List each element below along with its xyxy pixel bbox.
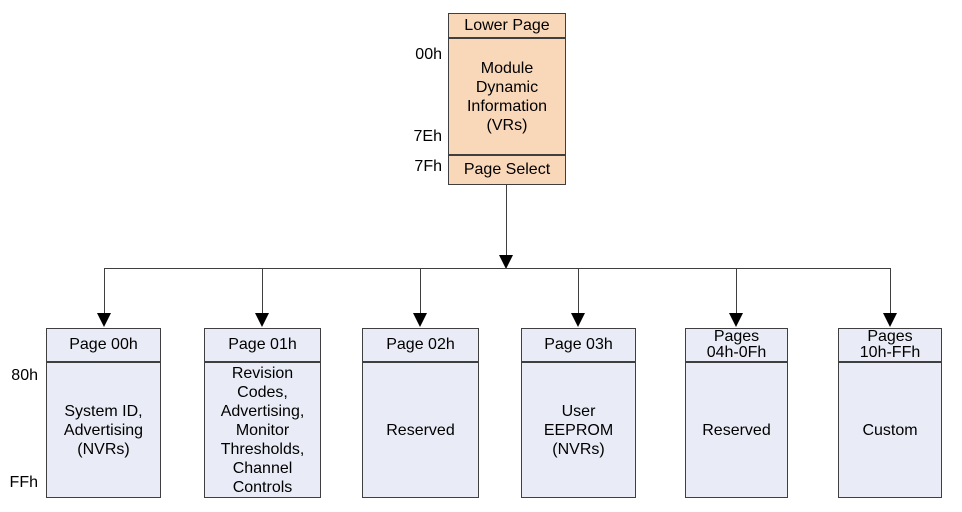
branch-drop-line — [736, 268, 737, 314]
page-box-header: Pages 04h-0Fh — [686, 329, 787, 363]
branch-drop-arrow-icon — [571, 313, 585, 327]
page-box-body: Custom — [862, 421, 918, 439]
page-box-header: Page 02h — [363, 329, 478, 363]
branch-drop-arrow-icon — [97, 313, 111, 327]
lower-page-box: Lower Page Module Dynamic Information (V… — [448, 13, 566, 185]
branch-drop-line — [104, 268, 105, 314]
address-label-ffh: FFh — [9, 474, 38, 491]
branch-stem-arrow-icon — [499, 255, 513, 269]
page-box-01h: Page 01h Revision Codes, Advertising, Mo… — [204, 328, 321, 498]
page-box-03h: Page 03h User EEPROM (NVRs) — [521, 328, 636, 498]
page-box-body: Reserved — [702, 421, 771, 439]
lower-page-header: Lower Page — [449, 14, 565, 39]
branch-drop-arrow-icon — [413, 313, 427, 327]
branch-horizontal-line — [104, 268, 891, 269]
branch-stem-line — [506, 185, 507, 255]
address-label-7fh: 7Fh — [414, 158, 442, 175]
branch-drop-arrow-icon — [883, 313, 897, 327]
page-box-04h-0fh: Pages 04h-0Fh Reserved — [685, 328, 788, 498]
page-box-10h-ffh: Pages 10h-FFh Custom — [838, 328, 942, 498]
page-box-header: Page 01h — [205, 329, 320, 363]
branch-drop-arrow-icon — [255, 313, 269, 327]
page-box-header: Pages 10h-FFh — [839, 329, 941, 363]
page-select-row: Page Select — [449, 154, 565, 184]
page-box-body: System ID, Advertising (NVRs) — [63, 402, 144, 458]
address-label-80h: 80h — [11, 367, 38, 384]
address-label-7eh: 7Eh — [413, 128, 442, 145]
address-label-00h: 00h — [415, 46, 442, 63]
page-box-02h: Page 02h Reserved — [362, 328, 479, 498]
page-box-body: Reserved — [386, 421, 455, 439]
branch-drop-line — [420, 268, 421, 314]
page-box-00h: Page 00h System ID, Advertising (NVRs) — [46, 328, 161, 498]
branch-drop-line — [262, 268, 263, 314]
page-box-header: Page 03h — [522, 329, 635, 363]
lower-page-body: Module Dynamic Information (VRs) — [466, 59, 548, 134]
branch-drop-line — [890, 268, 891, 314]
branch-drop-line — [578, 268, 579, 314]
page-box-body: User EEPROM (NVRs) — [543, 402, 614, 458]
page-box-header: Page 00h — [47, 329, 160, 363]
page-box-body: Revision Codes, Advertising, Monitor Thr… — [220, 364, 305, 496]
branch-drop-arrow-icon — [729, 313, 743, 327]
